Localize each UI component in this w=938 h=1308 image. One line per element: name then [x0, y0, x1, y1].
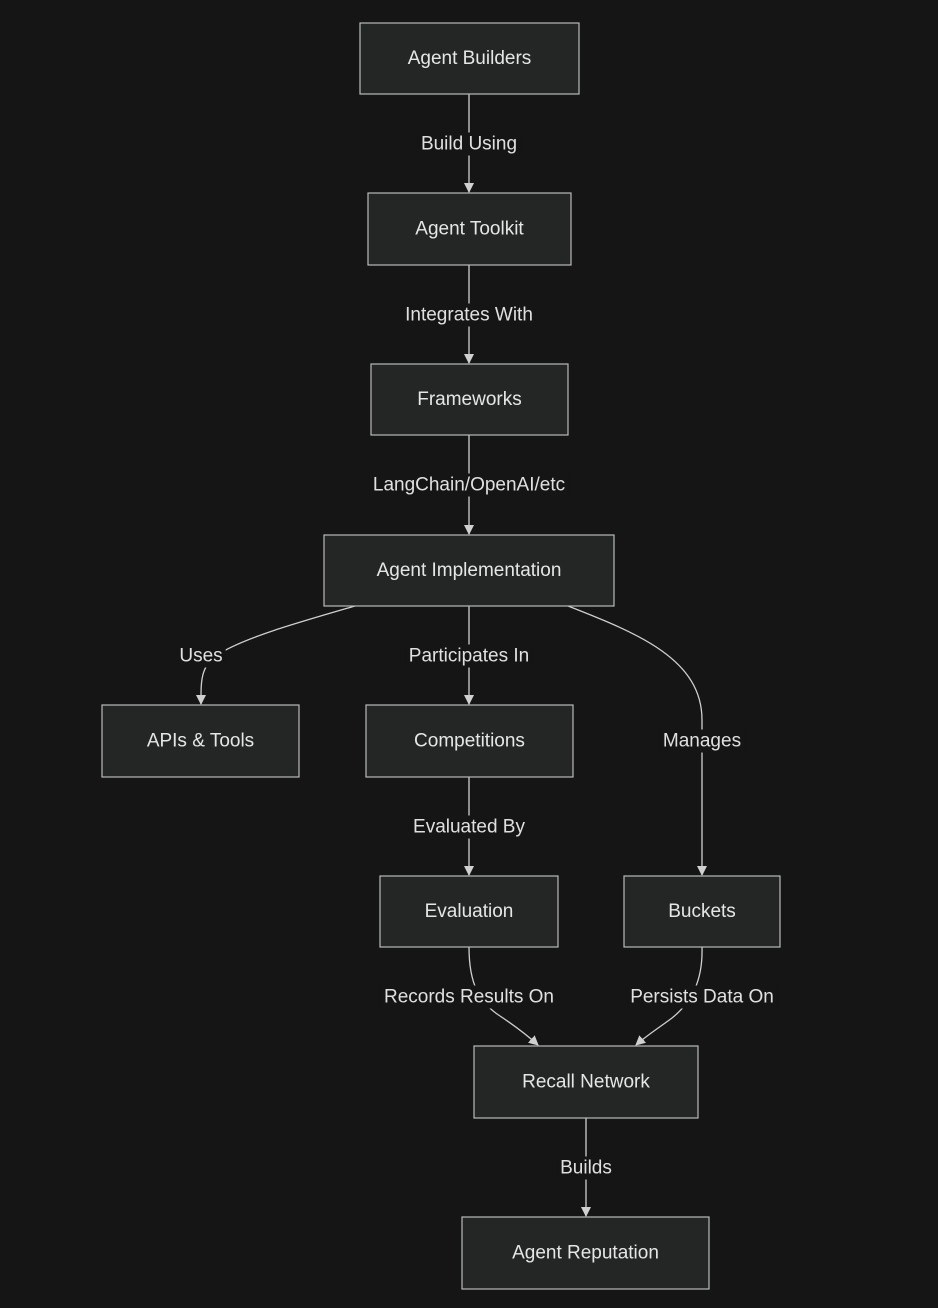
node-label: Agent Builders: [408, 48, 532, 69]
edge-label-background: [402, 303, 536, 327]
edge-buckets-to-recall_network: [635, 946, 703, 1046]
edge-label-text: Build Using: [421, 134, 517, 155]
edge-label-background: [405, 644, 533, 668]
edge-label: Builds: [557, 1156, 615, 1180]
node-box: [473, 1045, 699, 1119]
node-buckets: Buckets: [623, 875, 781, 948]
node-label: Agent Reputation: [512, 1243, 659, 1264]
edge-label: Uses: [176, 644, 226, 668]
edge-label: Participates In: [405, 644, 533, 668]
edge-label-background: [557, 1156, 615, 1180]
edge-label: LangChain/OpenAI/etc: [369, 473, 569, 497]
edge-label-text: Evaluated By: [413, 817, 525, 838]
edge-label: Manages: [659, 729, 745, 753]
node-label: APIs & Tools: [147, 731, 254, 752]
node-agent-toolkit: Agent Toolkit: [367, 192, 572, 266]
node-label: Recall Network: [522, 1072, 650, 1093]
node-box: [370, 363, 569, 436]
edge-label-text: Persists Data On: [630, 987, 774, 1008]
edge-label-text: Uses: [179, 646, 222, 667]
edge-label-text: Builds: [560, 1158, 612, 1179]
edge-label-text: Integrates With: [405, 305, 533, 326]
edge-agent_implementation-to-buckets: [567, 605, 707, 876]
node-frameworks: Frameworks: [370, 363, 569, 436]
node-label: Agent Toolkit: [415, 219, 524, 240]
edge-label-background: [369, 473, 569, 497]
edge-label-background: [410, 815, 529, 839]
edge-arrow: [635, 946, 703, 1046]
edge-arrow: [195, 605, 356, 705]
edge-label-text: LangChain/OpenAI/etc: [373, 475, 565, 496]
edge-label-background: [380, 985, 558, 1009]
node-box: [323, 534, 615, 607]
edge-label: Persists Data On: [627, 985, 777, 1009]
node-agent-implementation: Agent Implementation: [323, 534, 615, 607]
edge-label: Records Results On: [380, 985, 558, 1009]
node-label: Frameworks: [417, 389, 522, 410]
edge-label-background: [659, 729, 745, 753]
node-box: [359, 22, 580, 95]
node-box: [101, 704, 300, 778]
edge-evaluation-to-recall_network: [468, 946, 539, 1046]
node-box: [365, 704, 574, 778]
node-box: [379, 875, 559, 948]
edge-arrow: [468, 946, 539, 1046]
node-agent-reputation: Agent Reputation: [461, 1216, 710, 1290]
edge-label-background: [176, 644, 226, 668]
edge-label: Integrates With: [402, 303, 536, 327]
edge-label-text: Manages: [663, 731, 741, 752]
node-label: Agent Implementation: [377, 560, 562, 581]
node-label: Competitions: [414, 731, 525, 752]
edge-label-background: [417, 132, 521, 156]
edge-label-text: Records Results On: [384, 987, 554, 1008]
edge-label-background: [627, 985, 777, 1009]
edge-label: Build Using: [417, 132, 521, 156]
node-box: [623, 875, 781, 948]
node-box: [367, 192, 572, 266]
node-agent-builders: Agent Builders: [359, 22, 580, 95]
node-label: Evaluation: [425, 901, 514, 922]
node-label: Buckets: [668, 901, 736, 922]
node-evaluation: Evaluation: [379, 875, 559, 948]
edge-label-text: Participates In: [409, 646, 529, 667]
node-competitions: Competitions: [365, 704, 574, 778]
node-box: [461, 1216, 710, 1290]
edge-arrow: [567, 605, 707, 876]
edge-agent_implementation-to-apis_tools: [195, 605, 356, 705]
edge-label: Evaluated By: [410, 815, 529, 839]
node-recall-network: Recall Network: [473, 1045, 699, 1119]
node-apis-tools: APIs & Tools: [101, 704, 300, 778]
